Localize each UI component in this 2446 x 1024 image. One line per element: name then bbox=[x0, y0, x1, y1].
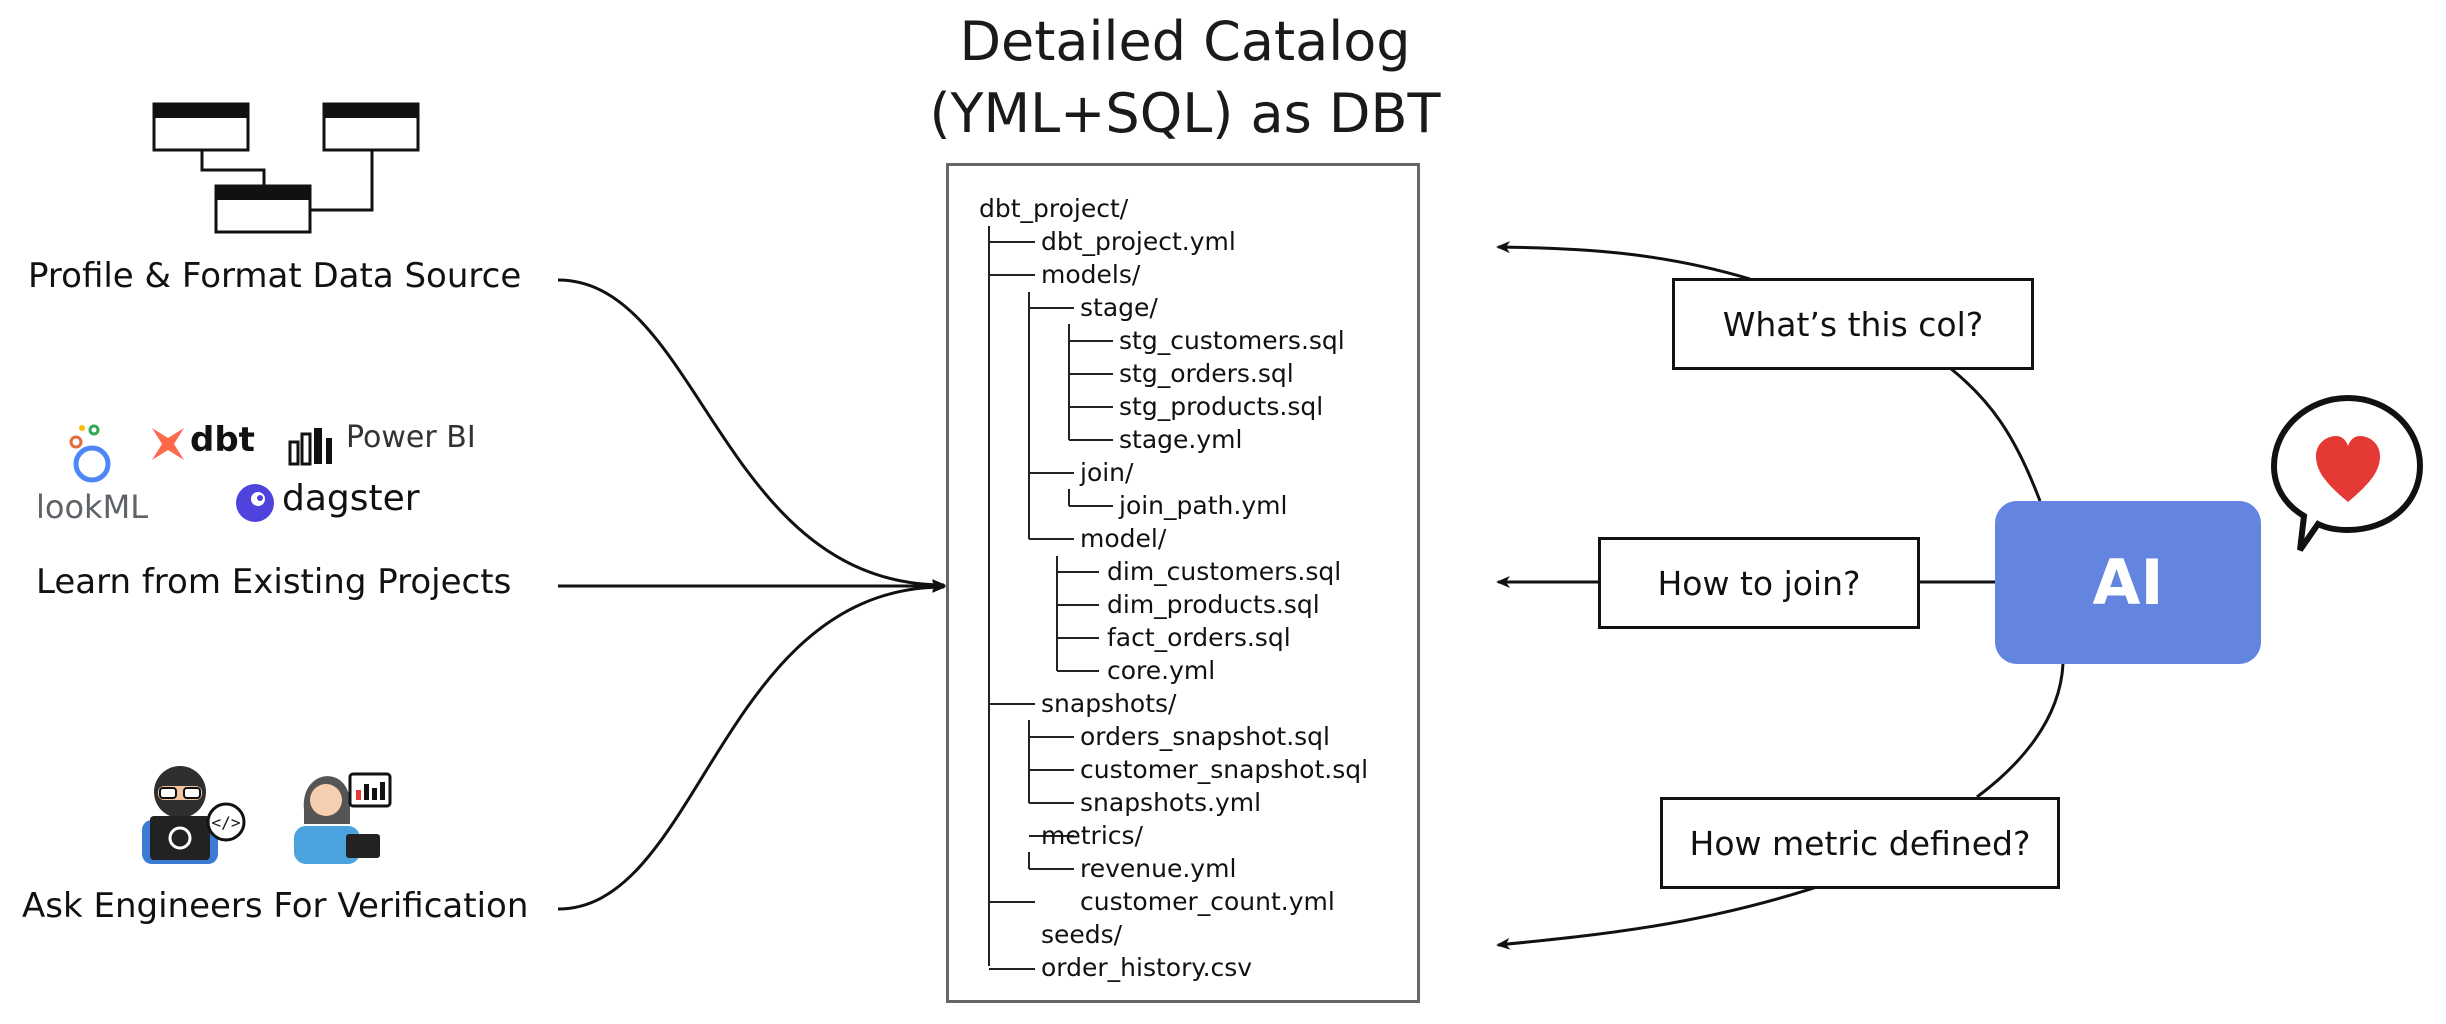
tree-item: dbt_project.yml bbox=[1041, 227, 1236, 256]
powerbi-logo-text: Power BI bbox=[346, 420, 476, 455]
tree-item: dim_customers.sql bbox=[1107, 557, 1342, 586]
arrow-q3-to-catalog bbox=[1496, 884, 1821, 950]
tree-item: metrics/ bbox=[1041, 821, 1143, 850]
source-label-engineers: Ask Engineers For Verification bbox=[22, 886, 529, 926]
tree-item: join_path.yml bbox=[1119, 491, 1288, 520]
tree-item: snapshots/ bbox=[1041, 689, 1177, 718]
tree-guide-lines bbox=[988, 226, 1113, 970]
tree-item: customer_snapshot.sql bbox=[1080, 755, 1369, 784]
tree-item: stg_products.sql bbox=[1119, 392, 1324, 421]
table-schema-icon bbox=[152, 102, 420, 234]
ai-box: AI bbox=[1995, 501, 2261, 664]
tree-item: dbt_project/ bbox=[979, 194, 1129, 223]
analyst-icon bbox=[294, 772, 392, 864]
catalog-tree-box: dbt_project/ dbt_project.yml models/ sta… bbox=[946, 163, 1420, 1003]
tree-item: orders_snapshot.sql bbox=[1080, 722, 1330, 751]
arrow-engineers-to-catalog bbox=[557, 581, 946, 911]
tree-item: customer_count.yml bbox=[1080, 887, 1335, 916]
lookml-logo-text: lookML bbox=[36, 488, 149, 526]
title-line-1: Detailed Catalog bbox=[959, 10, 1411, 73]
line-ai-to-q1 bbox=[1949, 366, 2042, 502]
question-box-column: What’s this col? bbox=[1672, 278, 2034, 370]
title-line-2: (YML+SQL) as DBT bbox=[929, 82, 1441, 145]
tree-item: core.yml bbox=[1107, 656, 1216, 685]
tree-item: stage.yml bbox=[1119, 425, 1243, 454]
page-title: Detailed Catalog (YML+SQL) as DBT bbox=[880, 6, 1490, 150]
lookml-icon bbox=[69, 424, 111, 483]
tree-item: dim_products.sql bbox=[1107, 590, 1320, 619]
source-label-projects: Learn from Existing Projects bbox=[36, 562, 512, 602]
tree-item: fact_orders.sql bbox=[1107, 623, 1291, 652]
source-label-profile: Profile & Format Data Source bbox=[28, 256, 522, 296]
tree-item: model/ bbox=[1080, 524, 1167, 553]
powerbi-icon bbox=[288, 428, 332, 466]
dagster-logo-text: dagster bbox=[282, 478, 420, 519]
engineer-icon: </> bbox=[142, 766, 246, 864]
tree-item: models/ bbox=[1041, 260, 1141, 289]
tree-item: snapshots.yml bbox=[1080, 788, 1262, 817]
svg-text:</>: </> bbox=[212, 813, 241, 832]
question-box-metric: How metric defined? bbox=[1660, 797, 2060, 889]
question-box-join: How to join? bbox=[1598, 537, 1920, 629]
arrow-q1-to-catalog bbox=[1496, 241, 1751, 281]
line-ai-to-q3 bbox=[1976, 663, 2065, 799]
tree-item: join/ bbox=[1080, 458, 1134, 487]
ai-label: AI bbox=[2092, 546, 2164, 619]
tree-item: stage/ bbox=[1080, 293, 1158, 322]
tree-item: order_history.csv bbox=[1041, 953, 1253, 982]
arrow-profile-to-catalog bbox=[557, 278, 946, 591]
tree-item: stg_customers.sql bbox=[1119, 326, 1345, 355]
dbt-logo-text: dbt bbox=[190, 420, 255, 460]
heart-speech-bubble-icon bbox=[2270, 394, 2424, 552]
tree-item: revenue.yml bbox=[1080, 854, 1237, 883]
dbt-icon bbox=[152, 428, 184, 460]
dagster-icon bbox=[236, 484, 274, 522]
tree-item: seeds/ bbox=[1041, 920, 1123, 949]
tree-item: stg_orders.sql bbox=[1119, 359, 1294, 388]
